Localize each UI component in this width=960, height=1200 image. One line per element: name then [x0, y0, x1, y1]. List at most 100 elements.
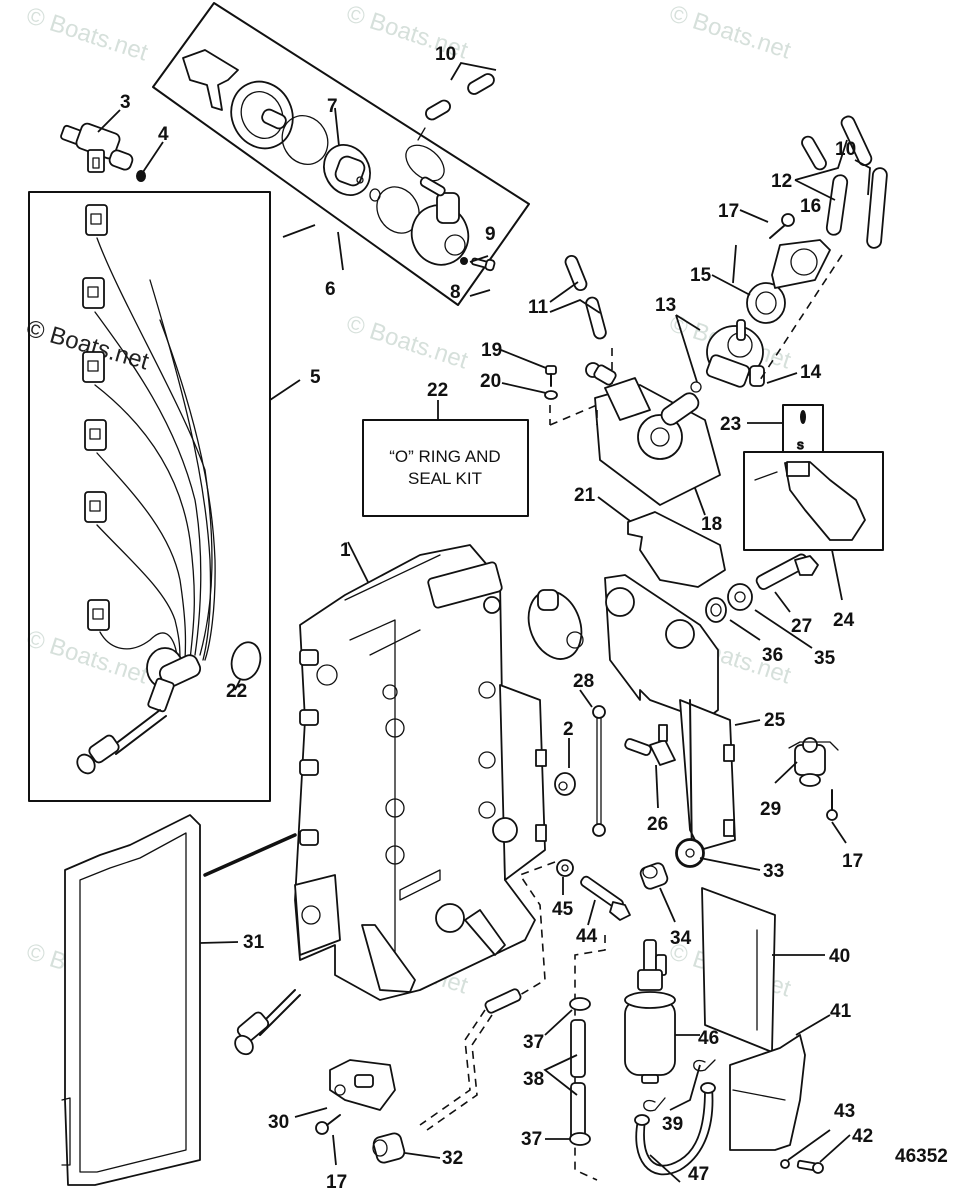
part-16-cover[interactable] [759, 239, 843, 381]
callout-42[interactable]: 42 [852, 1126, 873, 1147]
callout-41[interactable]: 41 [830, 1001, 852, 1022]
callout-7[interactable]: 7 [327, 96, 338, 117]
part-38-hoses[interactable] [570, 1019, 586, 1141]
part-24-box[interactable] [743, 451, 884, 551]
callout-29[interactable]: 29 [760, 799, 781, 820]
part-41-cover[interactable] [729, 1034, 806, 1151]
callout-44[interactable]: 44 [576, 926, 598, 947]
callout-8[interactable]: 8 [450, 282, 461, 303]
part-36-washer[interactable] [705, 597, 727, 623]
callout-13[interactable]: 13 [655, 295, 676, 316]
part-13-fuel-pump-assy[interactable] [690, 319, 764, 393]
callout-26[interactable]: 26 [647, 814, 668, 835]
part-21-gasket[interactable] [627, 511, 726, 588]
callout-35[interactable]: 35 [814, 648, 836, 669]
callout-33[interactable]: 33 [763, 861, 784, 882]
watermark: © Boats.net [343, 310, 471, 375]
part-29-valve[interactable] [788, 737, 839, 787]
callout-17b[interactable]: 17 [842, 851, 863, 872]
callout-22[interactable]: 22 [226, 681, 247, 702]
part-6-fuel-rail-box[interactable] [152, 2, 530, 306]
part-20-washer[interactable] [544, 390, 558, 400]
part-10-hoses-right[interactable] [840, 114, 888, 249]
part-42-screw[interactable] [796, 1159, 824, 1174]
callout-34[interactable]: 34 [670, 928, 692, 949]
callout-47[interactable]: 47 [688, 1164, 709, 1185]
callout-21[interactable]: 21 [574, 485, 596, 506]
part-32-bushing[interactable] [372, 1132, 406, 1164]
callout-38[interactable]: 38 [523, 1069, 544, 1090]
callout-1[interactable]: 1 [340, 540, 351, 561]
callout-17c[interactable]: 17 [326, 1172, 347, 1193]
part-4-o-ring[interactable] [136, 170, 146, 182]
callout-14[interactable]: 14 [800, 362, 822, 383]
part-15-seal[interactable] [746, 282, 786, 324]
part-14-fitting[interactable] [749, 365, 765, 387]
callout-24[interactable]: 24 [833, 610, 855, 631]
part-46-fuel-pump[interactable] [624, 939, 676, 1084]
callout-9[interactable]: 9 [485, 224, 496, 245]
part-28-link-rod[interactable] [592, 705, 606, 837]
callout-18[interactable]: 18 [701, 514, 722, 535]
part-31-gasket[interactable] [61, 814, 201, 1186]
part-27-bolt[interactable] [755, 553, 819, 591]
callout-46[interactable]: 46 [698, 1028, 719, 1049]
o-ring-seal-kit-box[interactable]: “O” RING AND SEAL KIT [362, 400, 529, 517]
part-44-bolt[interactable] [579, 875, 631, 921]
callout-23[interactable]: 23 [720, 414, 741, 435]
part-39-clamps[interactable] [643, 1059, 716, 1112]
callout-37b[interactable]: 37 [521, 1129, 542, 1150]
part-17-screw-bottom[interactable] [315, 1114, 341, 1135]
part-30-switch[interactable] [329, 1059, 396, 1111]
part-1-main-plate[interactable] [231, 544, 590, 1058]
part-5-harness-box[interactable] [28, 191, 271, 802]
part-23-key-box[interactable]: S [782, 404, 824, 453]
callout-27[interactable]: 27 [791, 616, 812, 637]
callout-45[interactable]: 45 [552, 899, 574, 920]
callout-25[interactable]: 25 [764, 710, 786, 731]
callout-3[interactable]: 3 [120, 92, 131, 113]
callout-30[interactable]: 30 [268, 1112, 289, 1133]
part-47-hose[interactable] [634, 1082, 716, 1176]
callout-2[interactable]: 2 [563, 719, 574, 740]
part-3-injector[interactable] [60, 122, 134, 173]
callout-11[interactable]: 11 [528, 297, 549, 318]
part-19-screw[interactable] [545, 365, 557, 387]
part-34-bushing[interactable] [639, 862, 669, 891]
callout-16[interactable]: 16 [800, 196, 821, 217]
part-37-clamp-top[interactable] [569, 997, 591, 1011]
callout-32[interactable]: 32 [442, 1148, 463, 1169]
callout-4[interactable]: 4 [158, 124, 169, 145]
callout-22-kit[interactable]: 22 [427, 380, 448, 401]
callout-37a[interactable]: 37 [523, 1032, 544, 1053]
callout-6[interactable]: 6 [325, 279, 336, 300]
part-33-bushing[interactable] [676, 839, 704, 867]
callout-12[interactable]: 12 [771, 171, 792, 192]
callout-43[interactable]: 43 [834, 1101, 855, 1122]
callout-40[interactable]: 40 [829, 946, 850, 967]
part-37-clamp-bottom[interactable] [569, 1132, 591, 1146]
callout-39[interactable]: 39 [662, 1114, 683, 1135]
part-12-hoses[interactable] [800, 134, 849, 236]
callout-10b[interactable]: 10 [835, 139, 856, 160]
part-43-washer[interactable] [780, 1159, 790, 1169]
callout-5[interactable]: 5 [310, 367, 321, 388]
callout-31[interactable]: 31 [243, 932, 265, 953]
part-10-hose-top[interactable] [417, 72, 496, 141]
part-45-washer[interactable] [556, 859, 574, 877]
callout-36[interactable]: 36 [762, 645, 783, 666]
callout-17a[interactable]: 17 [718, 201, 739, 222]
callout-15[interactable]: 15 [690, 265, 712, 286]
part-17-screw-right[interactable] [826, 789, 838, 821]
callout-10a[interactable]: 10 [435, 44, 456, 65]
kit-label-line1: “O” RING AND [389, 447, 500, 466]
callout-20[interactable]: 20 [480, 371, 501, 392]
part-17-screw-top[interactable] [769, 213, 795, 239]
part-26-fitting[interactable] [624, 724, 676, 766]
part-35-washer[interactable] [727, 583, 753, 611]
callout-28[interactable]: 28 [573, 671, 594, 692]
callout-19[interactable]: 19 [481, 340, 502, 361]
watermark: © Boats.net [23, 2, 151, 67]
part-18-throttle-body[interactable] [549, 362, 721, 506]
part-2-spacer[interactable] [554, 772, 576, 796]
